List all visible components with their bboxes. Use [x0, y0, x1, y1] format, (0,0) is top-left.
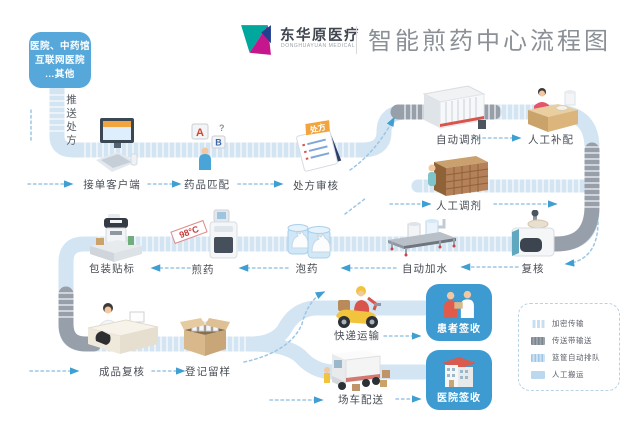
legend: 加密传输 传送带输送 篮筐自动排队 人工搬运: [518, 303, 620, 391]
svg-text:?: ?: [219, 123, 225, 133]
legend-item: 篮筐自动排队: [531, 349, 619, 366]
patient-handover-icon: [444, 290, 474, 318]
station-label-manual-dispense: 人工调剂: [436, 200, 482, 212]
station-label-auto-water: 自动加水: [402, 263, 448, 275]
station-label-pack: 包装贴标: [89, 263, 135, 275]
recheck-scale-icon: [508, 210, 560, 260]
source-line: ...其他: [45, 68, 75, 80]
station-label-express: 快递运输: [334, 330, 380, 342]
header-divider: [356, 26, 357, 54]
station-label-recheck: 复核: [521, 263, 545, 275]
decoction-machine-icon: 98°C: [168, 208, 248, 262]
prescription-clipboard-icon: 处方: [288, 118, 346, 176]
delivery-scooter-icon: [330, 282, 384, 330]
source-line: 医院、中药馆: [29, 41, 90, 52]
legend-swatch-manual: [531, 370, 545, 379]
push-prescription-label: 推送处方: [65, 94, 77, 148]
station-label-manual-supplement: 人工补配: [528, 134, 574, 146]
sample-box-icon: [180, 314, 230, 356]
packing-machine-icon: [84, 212, 148, 262]
auto-water-conveyor-icon: [386, 218, 458, 262]
station-label-soak: 泡药: [295, 263, 319, 275]
brand-name-en: DONGHUAYUAN MEDICAL: [281, 43, 356, 49]
legend-item: 加密传输: [531, 315, 619, 332]
source-channels-box: 医院、中药馆 互联网医院 ...其他: [29, 32, 91, 88]
station-label-auto-dispense: 自动调剂: [436, 134, 482, 146]
station-label-register: 登记留样: [185, 366, 231, 378]
legend-swatch-encrypted: [531, 319, 545, 328]
page-title: 智能煎药中心流程图: [368, 28, 611, 55]
auto-dispenser-machine-icon: [418, 84, 490, 132]
svg-text:B: B: [215, 138, 222, 148]
delivery-truck-icon: [322, 348, 390, 392]
brand-logo-icon: [241, 25, 271, 55]
product-check-desk-icon: [82, 300, 162, 354]
soaking-buckets-icon: [284, 220, 334, 260]
header: 东华原医疗 DONGHUAYUAN MEDICAL 智能煎药中心流程图: [0, 0, 640, 64]
station-label-review: 处方审核: [293, 180, 339, 192]
station-label-receive: 接单客户端: [83, 179, 141, 191]
hospital-sign-box: 医院签收: [426, 350, 492, 410]
legend-label: 加密传输: [552, 319, 584, 328]
patient-sign-label: 患者签收: [437, 324, 481, 335]
herb-cabinet-icon: [426, 154, 490, 196]
svg-text:处方: 处方: [308, 121, 327, 135]
legend-label: 篮筐自动排队: [552, 353, 600, 362]
patient-sign-box: 患者签收: [426, 284, 492, 341]
legend-item: 传送带输送: [531, 332, 619, 349]
legend-label: 传送带输送: [552, 336, 592, 345]
hospital-building-icon: [442, 357, 476, 387]
station-label-product-check: 成品复核: [99, 366, 145, 378]
legend-label: 人工搬运: [552, 370, 584, 379]
brand-name-cn: 东华原医疗: [280, 28, 360, 44]
legend-swatch-conveyor: [531, 336, 545, 345]
legend-swatch-basket-queue: [531, 353, 545, 362]
station-label-van: 场车配送: [338, 394, 384, 406]
station-label-decoct: 煎药: [191, 264, 215, 276]
legend-item: 人工搬运: [531, 366, 619, 383]
svg-text:A: A: [196, 127, 204, 139]
hospital-sign-label: 医院签收: [437, 393, 481, 404]
source-line: 互联网医院: [34, 54, 85, 66]
station-label-match: 药品匹配: [184, 179, 230, 191]
drug-match-icon: A ? B: [188, 120, 230, 170]
computer-icon: [92, 116, 140, 174]
manual-supplement-desk-icon: [524, 84, 582, 132]
